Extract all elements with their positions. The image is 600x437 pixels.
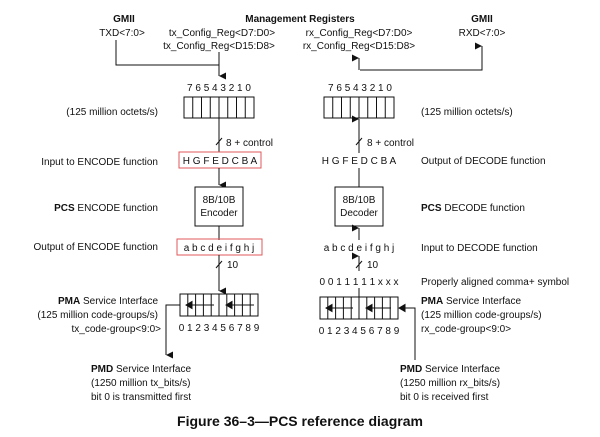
rx-pmd-label: PMD Service Interface [400, 364, 500, 375]
decoder-line2: Decoder [340, 208, 378, 219]
rx-pma-bold: PMA [421, 296, 443, 307]
rx-pmd-note: bit 0 is received first [400, 392, 489, 403]
tx-pcs-label: PCS ENCODE function [54, 203, 158, 214]
rx-decode-output-label: Output of DECODE function [421, 156, 546, 167]
rx-pma-label: PMA Service Interface [421, 296, 521, 307]
encoder-line2: Encoder [200, 208, 238, 219]
tx-pcs-text: ENCODE function [75, 203, 158, 214]
tx-pmd-text: Service Interface [113, 364, 191, 375]
tx-encode-input-highlight [178, 151, 262, 169]
tx-config-reg-lo: tx_Config_Reg<D7:D0> [169, 28, 275, 39]
rx-pcs-label: PCS DECODE function [421, 203, 525, 214]
tx-input-connector [115, 40, 226, 80]
rx-codegroup-bit-labels: 0 1 2 3 4 5 6 7 8 9 [319, 326, 400, 337]
rx-decode-input-label: Input to DECODE function [421, 243, 538, 254]
rx-pma-signal: rx_code-group<9:0> [421, 324, 511, 335]
gmii-rx-title: GMII [471, 14, 493, 25]
tx-pma-bold: PMA [58, 296, 80, 307]
rx-config-reg-hi: rx_Config_Reg<D15:D8> [303, 41, 415, 52]
figure-caption: Figure 36–3—PCS reference diagram [177, 413, 423, 429]
rx-bus-10 [352, 252, 363, 271]
tx-pmd-bold: PMD [91, 364, 113, 375]
rx-bus-8 [352, 115, 363, 153]
rx-octet-rate: (125 million octets/s) [421, 107, 513, 118]
gmii-tx-signal: TXD<7:0> [99, 28, 145, 39]
tx-encode-output-label: Output of ENCODE function [33, 242, 158, 253]
tx-pma-rate: (125 million code-groups/s) [37, 310, 158, 321]
tx-bus-8 [215, 110, 223, 152]
rx-pma-text: Service Interface [443, 296, 521, 307]
tx-bus-10-label: 10 [227, 260, 239, 271]
rx-pmd-text: Service Interface [422, 364, 500, 375]
tx-pmd-note: bit 0 is transmitted first [91, 392, 191, 403]
tx-pmd-label: PMD Service Interface [91, 364, 191, 375]
decoder-block [334, 186, 384, 227]
decoder-line1: 8B/10B [343, 195, 376, 206]
rx-octet-register [323, 96, 395, 119]
tx-encode-input-bits: H G F E D C B A [183, 156, 258, 167]
gmii-rx-signal: RXD<7:0> [459, 28, 506, 39]
tx-pmd-rate: (1250 million tx_bits/s) [91, 378, 190, 389]
rx-pma-rate: (125 million code-groups/s) [421, 310, 542, 321]
rx-shift-arrows [325, 303, 391, 313]
tx-pcs-bold: PCS [54, 203, 75, 214]
rx-pmd-bold: PMD [400, 364, 422, 375]
mgmt-registers-title: Management Registers [245, 14, 355, 25]
tx-pma-signal: tx_code-group<9:0> [71, 324, 161, 335]
gmii-tx-title: GMII [113, 14, 135, 25]
rx-bus-8-label: 8 + control [367, 138, 414, 149]
rx-pcs-bold: PCS [421, 203, 442, 214]
tx-pma-text: Service Interface [80, 296, 158, 307]
tx-octet-rate: (125 million octets/s) [66, 107, 158, 118]
tx-shift-arrows [185, 300, 254, 310]
tx-pma-label: PMA Service Interface [58, 296, 158, 307]
rx-config-reg-lo: rx_Config_Reg<D7:D0> [306, 28, 413, 39]
rx-decode-output-bits: H G F E D C B A [322, 156, 397, 167]
rx-octet-bit-labels: 7 6 5 4 3 2 1 0 [328, 83, 392, 94]
tx-config-reg-hi: tx_Config_Reg<D15:D8> [163, 41, 275, 52]
tx-serial-output [165, 304, 180, 359]
rx-decode-input-bits: a b c d e i f g h j [324, 243, 395, 254]
rx-pmd-rate: (1250 million rx_bits/s) [400, 378, 500, 389]
rx-serial-input [398, 303, 416, 360]
tx-bus-8-label: 8 + control [226, 138, 273, 149]
rx-output-connector [352, 42, 483, 71]
encoder-line1: 8B/10B [203, 195, 236, 206]
tx-bus-10 [215, 255, 226, 295]
rx-pcs-text: DECODE function [442, 203, 525, 214]
tx-codegroup-bit-labels: 0 1 2 3 4 5 6 7 8 9 [179, 323, 260, 334]
tx-encode-input-label: Input to ENCODE function [41, 157, 158, 168]
rx-bus-10-label: 10 [367, 260, 379, 271]
rx-comma-label: Properly aligned comma+ symbol [421, 277, 569, 288]
encoder-block [194, 186, 244, 227]
tx-encode-output-bits: a b c d e i f g h j [184, 243, 255, 254]
rx-comma-bits: 0 0 1 1 1 1 1 x x x [320, 277, 399, 288]
tx-octet-bit-labels: 7 6 5 4 3 2 1 0 [187, 83, 251, 94]
